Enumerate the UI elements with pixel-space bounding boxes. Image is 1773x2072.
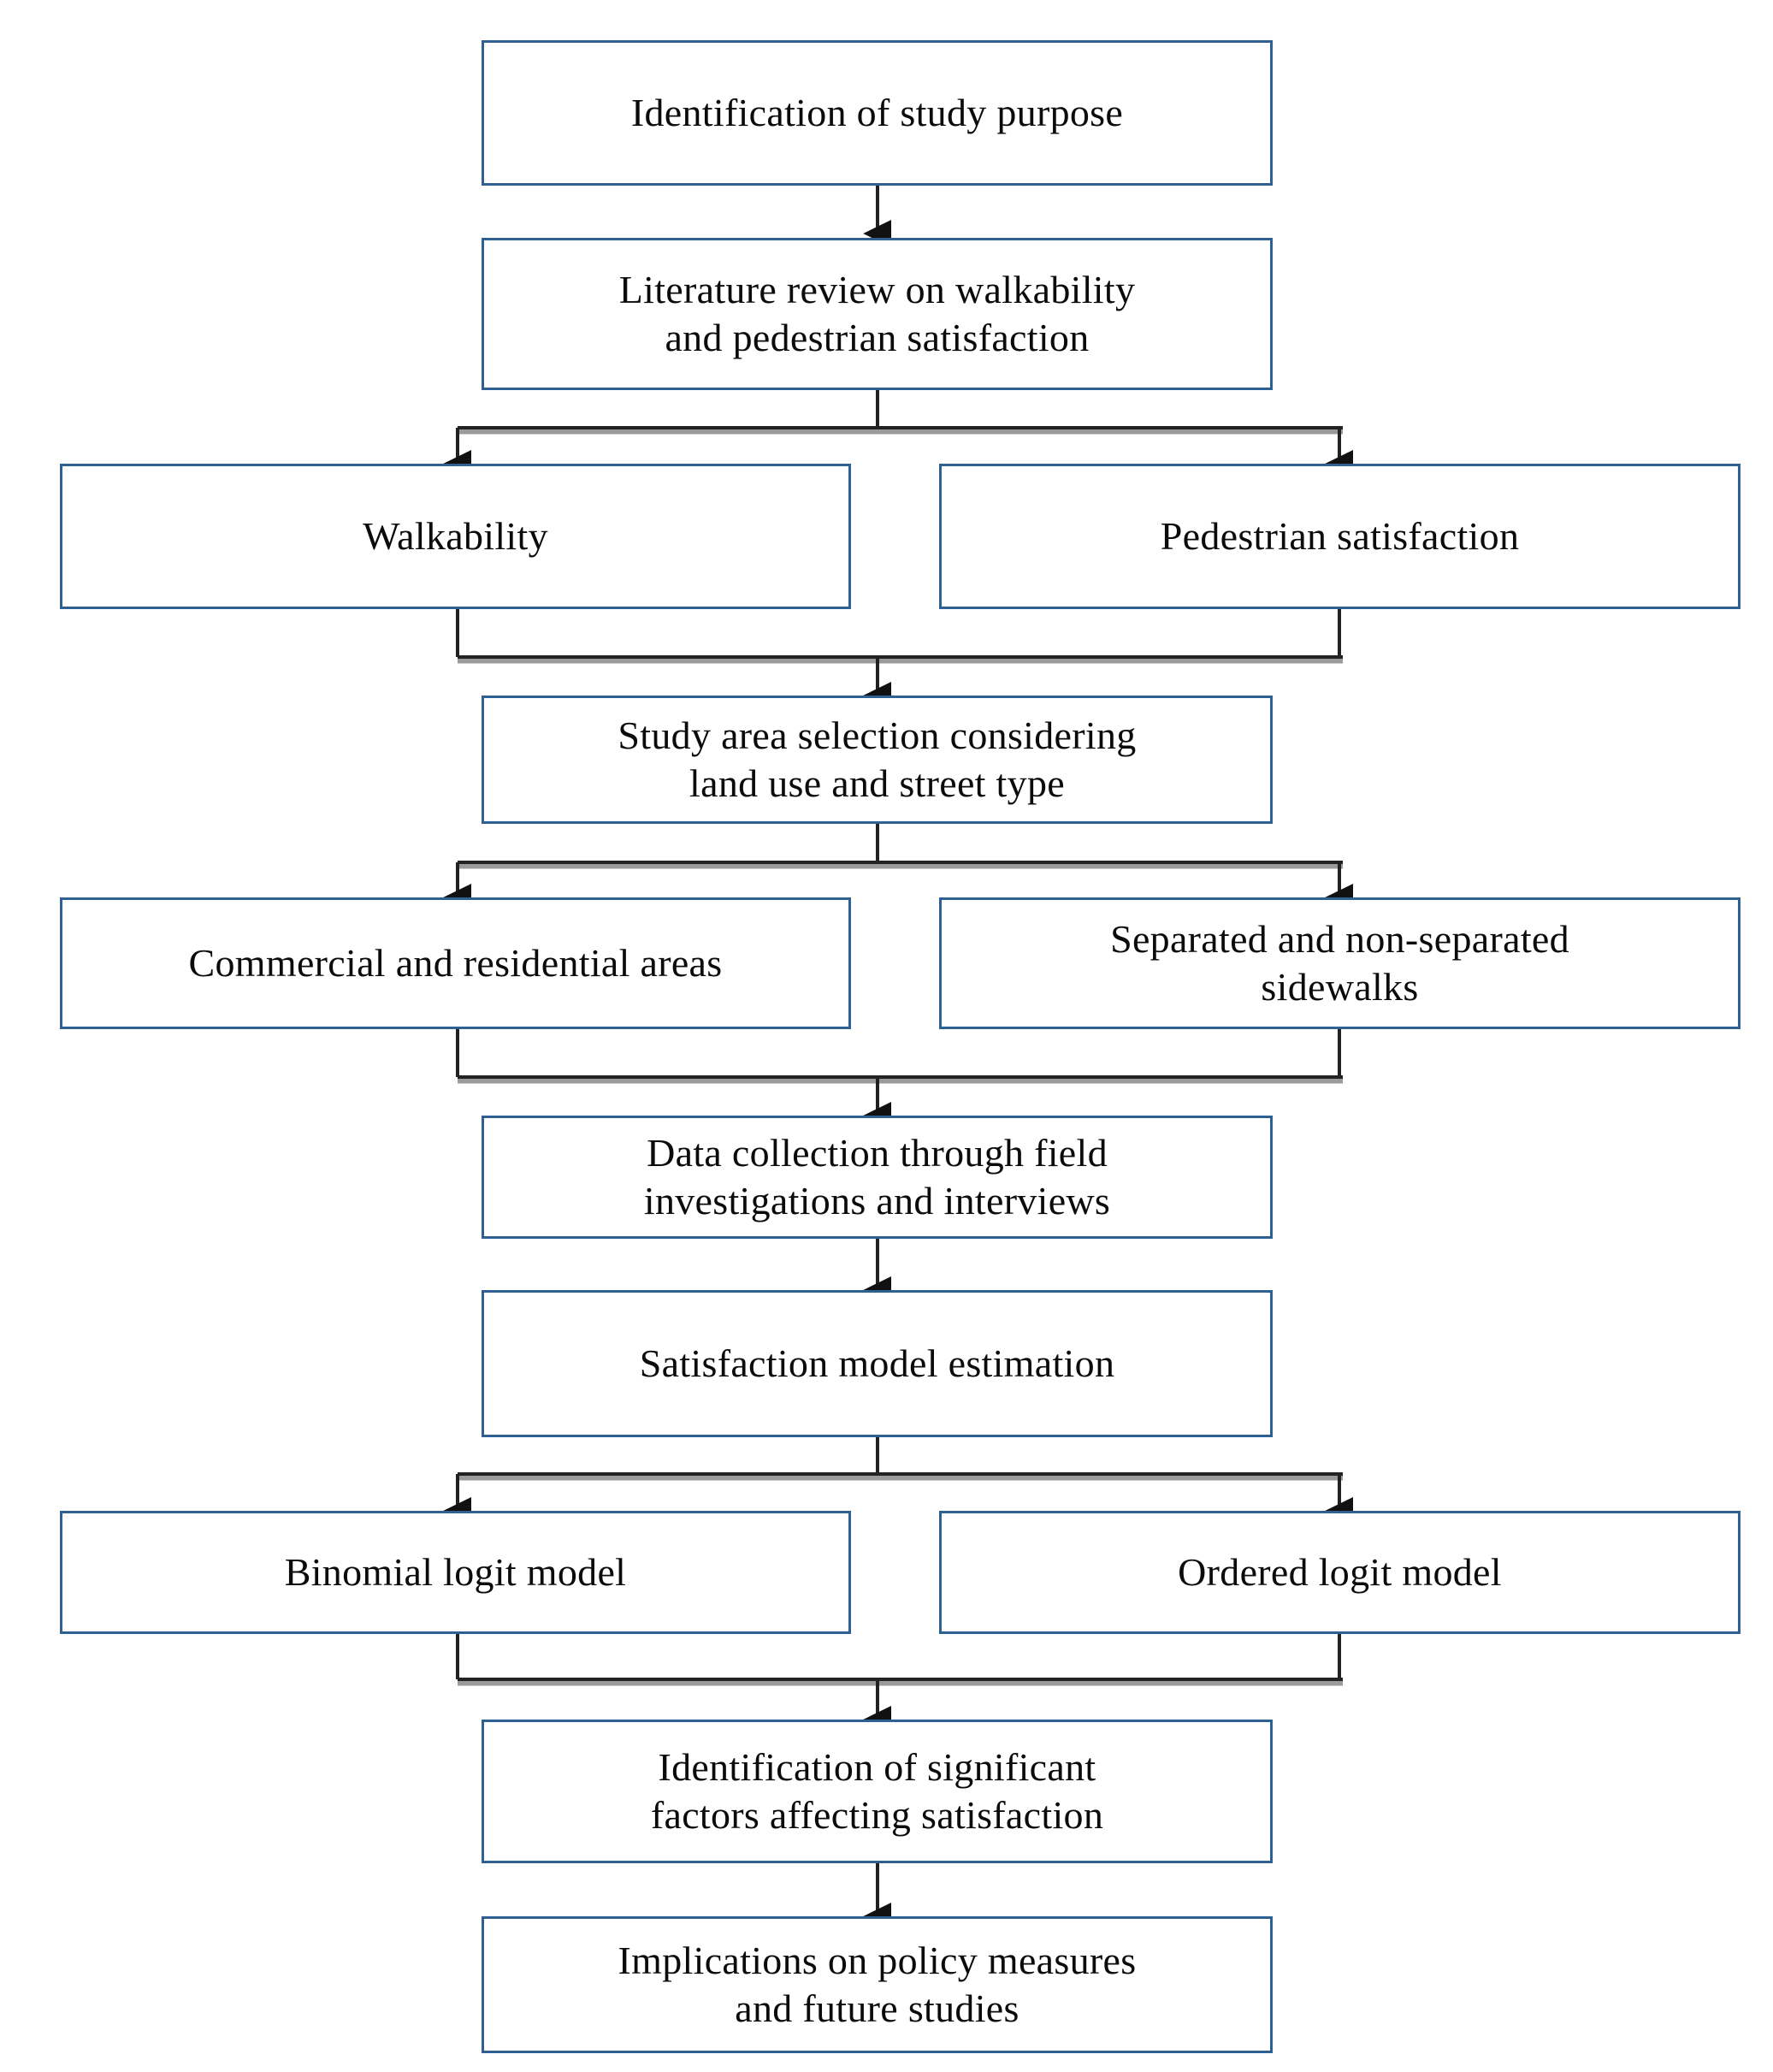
node-label: Walkability [363,514,548,559]
node-commercial-residential-areas[interactable]: Commercial and residential areas [60,897,851,1029]
node-satisfaction-model-estimation[interactable]: Satisfaction model estimation [482,1290,1273,1437]
node-study-area-selection[interactable]: Study area selection considering land us… [482,696,1273,824]
node-implications[interactable]: Implications on policy measures and futu… [482,1916,1273,2053]
connector-branch3-merge [456,1634,1343,1734]
node-label: Literature review on walkability and ped… [618,267,1136,359]
node-label: Commercial and residential areas [188,941,723,986]
node-label: Identification of study purpose [630,91,1124,135]
node-identification-of-study-purpose[interactable]: Identification of study purpose [482,40,1273,186]
node-ordered-logit-model[interactable]: Ordered logit model [939,1511,1740,1634]
node-data-collection[interactable]: Data collection through field investigat… [482,1116,1273,1239]
connector-model-split [443,1437,1354,1525]
node-walkability[interactable]: Walkability [60,464,851,609]
node-label: Ordered logit model [1178,1550,1502,1595]
node-label: Satisfaction model estimation [639,1341,1115,1386]
connector-branch2-merge [456,1029,1343,1130]
node-separated-sidewalks[interactable]: Separated and non-separated sidewalks [939,897,1740,1029]
node-label: Identification of significant factors af… [650,1744,1104,1837]
connector-literature-split [443,390,1354,478]
node-label: Pedestrian satisfaction [1160,514,1520,559]
node-label: Data collection through field investigat… [643,1130,1111,1222]
node-literature-review[interactable]: Literature review on walkability and ped… [482,238,1273,390]
node-label: Implications on policy measures and futu… [618,1938,1137,2030]
node-significant-factors[interactable]: Identification of significant factors af… [482,1720,1273,1863]
node-label: Separated and non-separated sidewalks [1110,916,1569,1009]
connector-studyarea-split [443,824,1354,912]
connector-factors-to-implications [863,1863,892,1931]
node-label: Study area selection considering land us… [618,713,1137,805]
connector-branch1-merge [456,609,1343,710]
node-label: Binomial logit model [284,1550,627,1595]
node-binomial-logit-model[interactable]: Binomial logit model [60,1511,851,1634]
node-pedestrian-satisfaction[interactable]: Pedestrian satisfaction [939,464,1740,609]
